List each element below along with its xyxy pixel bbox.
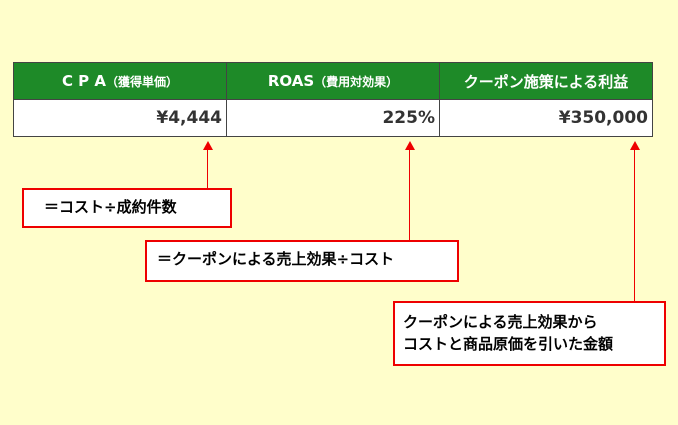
arrow-line-cpa bbox=[207, 149, 208, 189]
value-profit: ¥350,000 bbox=[439, 99, 653, 137]
arrow-head-profit bbox=[630, 141, 640, 150]
note-roas: ＝クーポンによる売上効果÷コスト bbox=[145, 240, 459, 282]
value-cpa: ¥4,444 bbox=[13, 99, 227, 137]
arrow-head-roas bbox=[405, 141, 415, 150]
note-profit: クーポンによる売上効果からコストと商品原価を引いた金額 bbox=[393, 301, 666, 366]
arrow-head-cpa bbox=[203, 141, 213, 150]
arrow-line-roas bbox=[409, 149, 410, 241]
header-profit: クーポン施策による利益 bbox=[439, 62, 653, 100]
header-cpa: C P A（獲得単価） bbox=[13, 62, 227, 100]
metrics-table: C P A（獲得単価） ROAS（費用対効果） クーポン施策による利益 ¥4,4… bbox=[13, 62, 653, 137]
value-roas: 225% bbox=[226, 99, 440, 137]
header-roas: ROAS（費用対効果） bbox=[226, 62, 440, 100]
note-cpa: ＝コスト÷成約件数 bbox=[22, 188, 232, 228]
arrow-line-profit bbox=[634, 149, 635, 302]
